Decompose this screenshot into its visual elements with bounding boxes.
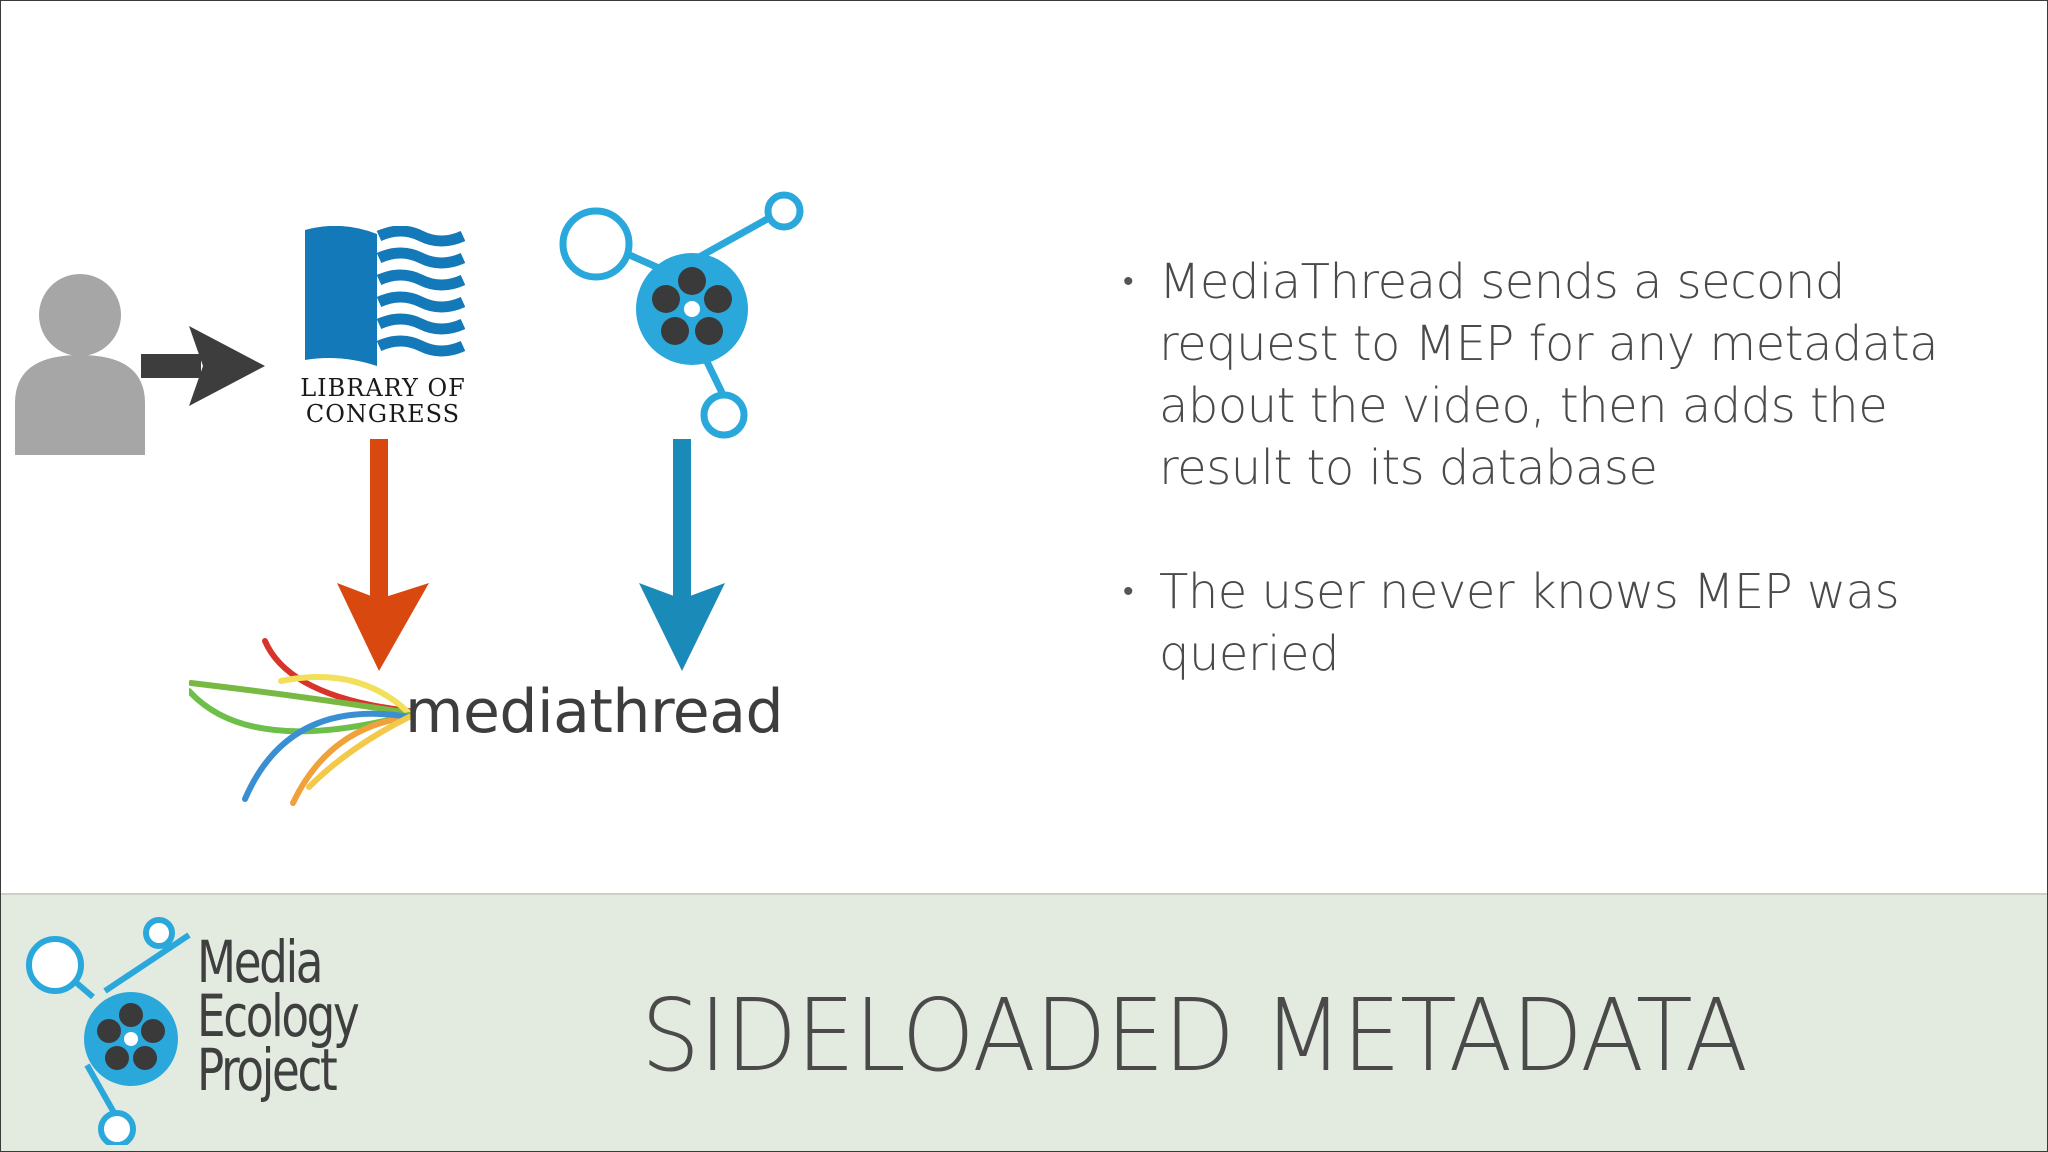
bullet-marker: • — [1123, 574, 1134, 609]
wordmark-line: Media — [197, 928, 324, 996]
bullet-item: • MediaThread sends a second request to … — [1119, 251, 1999, 499]
slide-title: SIDELOADED METADATA — [641, 977, 1748, 1094]
arrow-down-icon — [337, 439, 429, 671]
bullet-list: • MediaThread sends a second request to … — [1119, 251, 1999, 747]
bullet-text: The user never knows MEP was queried — [1159, 564, 1900, 682]
bullet-item: • The user never knows MEP was queried — [1119, 561, 1999, 685]
arrow-right-icon — [141, 326, 265, 406]
media-ecology-project-wordmark: Media Ecology Project — [197, 928, 360, 1104]
film-reel-icon — [26, 917, 191, 1145]
library-of-congress-logo-text: LIBRARY OF CONGRESS — [300, 374, 466, 428]
arrow-down-icon — [639, 439, 725, 671]
wordmark-line: Ecology — [197, 982, 360, 1050]
bullet-marker: • — [1123, 264, 1134, 299]
mediathread-logo-swirl — [189, 638, 412, 806]
film-reel-icon — [559, 191, 804, 439]
mediathread-logo-text: mediathread — [405, 677, 784, 747]
library-of-congress-book-icon — [305, 226, 465, 366]
user-icon — [15, 274, 145, 455]
bullet-text: MediaThread sends a second request to ME… — [1159, 254, 1939, 496]
footer-band: Media Ecology Project SIDELOADED METADAT… — [1, 893, 2047, 1151]
wordmark-line: Project — [197, 1036, 338, 1104]
